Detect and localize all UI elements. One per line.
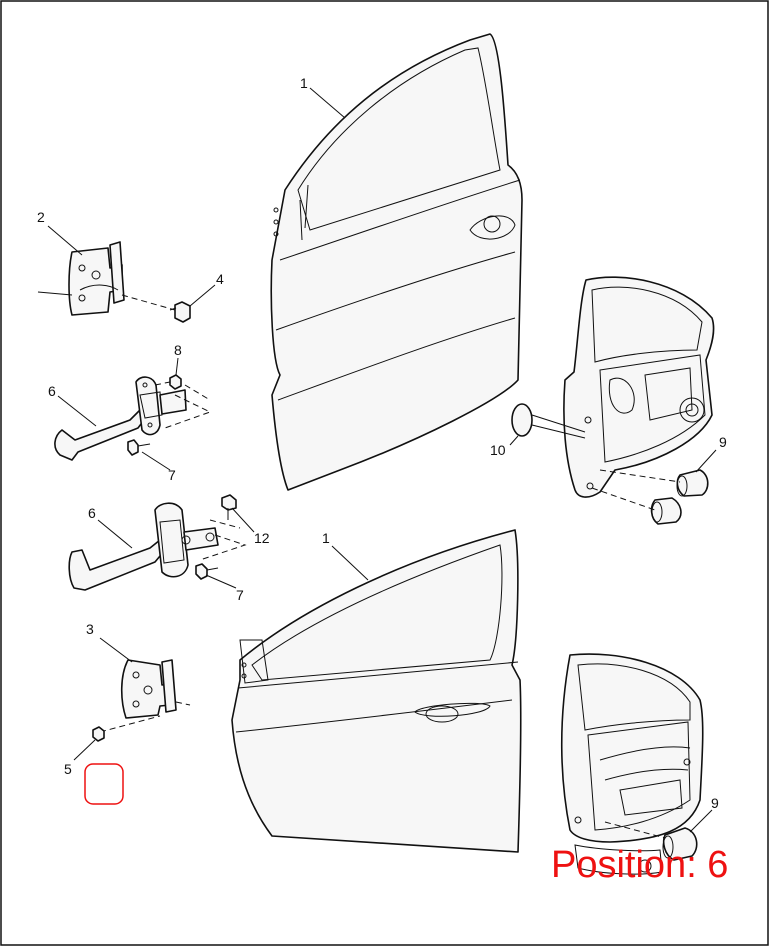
callout-4: 4 [216, 271, 224, 287]
check-link-bolt-lower[interactable] [195, 563, 219, 580]
callout-1-lower: 1 [322, 530, 330, 546]
callout-5: 5 [64, 761, 72, 777]
callout-8: 8 [174, 342, 182, 358]
door-hinge-upper[interactable] [68, 241, 125, 316]
door-inner-panel-upper[interactable] [563, 276, 715, 498]
callout-7-upper: 7 [168, 467, 176, 483]
door-check-link-lower[interactable] [68, 502, 219, 591]
position-label: Position: 6 [551, 844, 728, 886]
front-door-lower[interactable] [231, 529, 522, 853]
front-door-upper[interactable] [270, 33, 523, 491]
callout-3: 3 [86, 621, 94, 637]
callout-6-lower: 6 [88, 505, 96, 521]
rubber-bumper-upper-b[interactable] [650, 497, 682, 525]
selection-highlight-box[interactable] [84, 763, 124, 805]
callout-6-upper: 6 [48, 383, 56, 399]
check-link-bolt-upper[interactable] [127, 439, 151, 456]
callout-9-lower: 9 [711, 795, 719, 811]
callout-12: 12 [254, 530, 270, 546]
check-link-bolt-12[interactable] [221, 494, 237, 520]
door-inner-panel-lower[interactable] [560, 653, 704, 843]
callout-7-lower: 7 [236, 587, 244, 603]
callout-2: 2 [37, 209, 45, 225]
callout-9-upper: 9 [719, 434, 727, 450]
rubber-bumper-lower[interactable] [662, 827, 698, 861]
rubber-bumper-upper-a[interactable] [676, 469, 709, 497]
hinge-bolt-upper[interactable] [169, 301, 191, 323]
callout-10: 10 [490, 442, 506, 458]
check-link-nut[interactable] [169, 374, 182, 390]
grommet-seal[interactable] [511, 403, 533, 437]
door-check-link-upper[interactable] [54, 376, 187, 461]
door-hinge-lower[interactable] [120, 659, 177, 719]
hinge-nut-lower[interactable] [92, 726, 105, 742]
callout-1-upper: 1 [300, 75, 308, 91]
